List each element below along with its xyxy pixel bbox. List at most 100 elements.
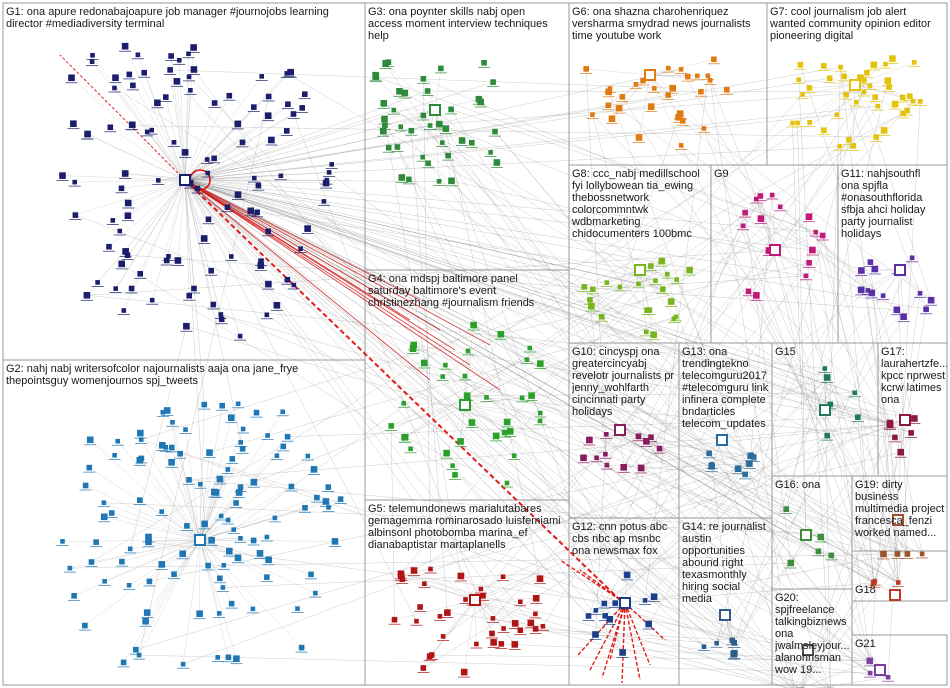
- graph-node: [604, 280, 610, 285]
- graph-edge: [615, 602, 794, 688]
- edge-layer: [62, 46, 932, 688]
- hub-node-g18: [889, 589, 901, 601]
- graph-edge: [75, 179, 186, 216]
- graph-edge: [184, 179, 421, 301]
- graph-edge: [817, 676, 889, 688]
- graph-node: [124, 252, 131, 258]
- graph-node: [135, 52, 141, 58]
- graph-edge: [184, 179, 621, 601]
- graph-edge: [442, 142, 585, 288]
- graph-edge: [800, 649, 809, 688]
- graph-node: [408, 127, 415, 134]
- graph-node: [493, 159, 501, 166]
- graph-node: [72, 179, 77, 185]
- graph-node: [170, 419, 175, 425]
- node-layer: [56, 42, 938, 688]
- graph-edge: [756, 249, 776, 296]
- graph-edge: [167, 410, 201, 541]
- graph-node: [190, 66, 198, 73]
- graph-node: [201, 520, 208, 528]
- graph-edge: [199, 539, 312, 575]
- graph-edge: [815, 232, 908, 555]
- graph-edge: [644, 75, 709, 601]
- graph-node: [439, 140, 445, 145]
- graph-node: [474, 641, 479, 647]
- graph-node: [235, 401, 241, 407]
- graph-edge: [385, 63, 798, 688]
- graph-node: [460, 668, 468, 676]
- graph-edge: [800, 64, 915, 419]
- graph-edge: [801, 660, 870, 688]
- graph-node: [612, 600, 619, 606]
- graph-node: [255, 182, 262, 189]
- graph-node: [623, 571, 631, 579]
- graph-edge: [899, 269, 904, 317]
- graph-node: [391, 616, 398, 623]
- graph-node: [396, 88, 403, 95]
- graph-node: [247, 207, 254, 215]
- group-frame-g14: [678, 517, 773, 686]
- graph-node: [678, 143, 684, 148]
- graph-node: [686, 266, 693, 274]
- graph-node: [517, 627, 524, 634]
- graph-node: [163, 94, 169, 100]
- graph-node: [714, 640, 720, 646]
- graph-edge: [703, 128, 874, 583]
- graph-node: [867, 259, 874, 265]
- graph-edge: [184, 179, 663, 290]
- graph-node: [645, 620, 652, 628]
- graph-node: [444, 609, 451, 616]
- graph-edge: [199, 455, 308, 541]
- graph-node: [602, 613, 609, 619]
- graph-edge: [401, 575, 476, 601]
- graph-edge: [384, 109, 436, 120]
- graph-node: [237, 333, 243, 339]
- graph-node: [651, 86, 657, 91]
- graph-edge: [503, 628, 717, 644]
- graph-edge: [649, 74, 682, 146]
- graph-node: [867, 83, 873, 88]
- graph-node: [484, 395, 489, 400]
- graph-node: [401, 400, 407, 406]
- graph-node: [385, 144, 392, 151]
- graph-edge: [680, 113, 932, 301]
- graph-node: [394, 144, 401, 150]
- graph-edge: [111, 512, 201, 541]
- graph-edge: [464, 334, 501, 406]
- graph-edge: [753, 456, 899, 583]
- graph-edge: [92, 55, 186, 181]
- hub-node-g2: [194, 534, 206, 546]
- graph-edge: [595, 434, 607, 635]
- graph-node: [478, 586, 484, 592]
- graph-edge: [138, 654, 871, 674]
- graph-node: [391, 107, 397, 113]
- graph-edge: [474, 599, 477, 645]
- graph-edge: [59, 54, 186, 181]
- graph-edge: [91, 539, 201, 563]
- graph-edge: [184, 179, 891, 425]
- graph-edge: [199, 539, 232, 604]
- graph-node: [126, 71, 133, 78]
- graph-node: [900, 313, 907, 321]
- graph-node: [420, 76, 427, 82]
- graph-edge: [839, 146, 874, 583]
- graph-node: [820, 63, 827, 69]
- graph-node: [601, 600, 608, 607]
- graph-node: [711, 56, 717, 63]
- graph-edge: [870, 262, 899, 583]
- graph-edge: [184, 179, 515, 645]
- graph-node: [846, 137, 852, 143]
- graph-node: [465, 348, 471, 354]
- graph-node: [435, 120, 443, 128]
- graph-edge: [772, 194, 776, 251]
- graph-edge: [400, 126, 639, 437]
- graph-edge: [608, 91, 830, 688]
- graph-node: [82, 482, 89, 489]
- graph-node: [517, 599, 523, 605]
- graph-edge: [795, 649, 809, 688]
- group-frame-g5: [364, 499, 570, 686]
- graph-edge: [748, 105, 879, 292]
- graph-edge: [427, 90, 865, 93]
- graph-edge: [734, 642, 796, 688]
- graph-node: [179, 550, 186, 558]
